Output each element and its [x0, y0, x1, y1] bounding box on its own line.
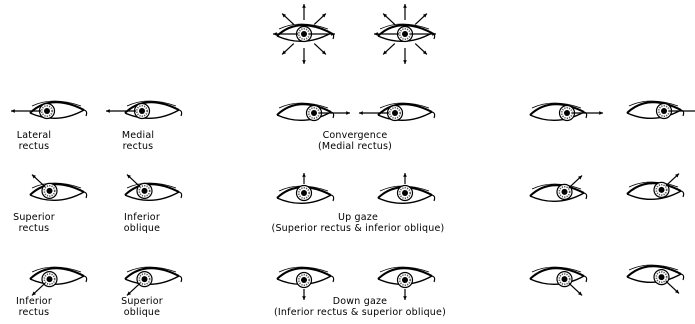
superior-rectus-label: Superior rectus [6, 213, 62, 234]
inferior-oblique-label: Inferior oblique [114, 213, 170, 234]
row2-right-a-eye [530, 176, 587, 202]
inferior-oblique-eye [125, 175, 182, 201]
top-right-eye [374, 4, 436, 64]
up-gaze-left-eye [277, 173, 334, 203]
inferior-rectus-label: Inferior rectus [6, 297, 62, 318]
top-left-eye [273, 4, 335, 64]
superior-oblique-eye [125, 267, 182, 295]
row3-right-b-eye [627, 265, 684, 293]
convergence-left-eye [277, 103, 350, 121]
medial-rectus-label: Medial rectus [112, 131, 164, 152]
down-gaze-label: Down gaze (Inferior rectus & superior ob… [238, 297, 482, 318]
medial-rectus-eye [106, 101, 182, 119]
row2-right-b-eye [627, 174, 684, 200]
lateral-rectus-label: Lateral rectus [8, 131, 60, 152]
down-gaze-left-eye [277, 267, 334, 300]
inferior-rectus-eye [30, 267, 87, 295]
lateral-rectus-eye [11, 101, 87, 119]
up-gaze-right-eye [378, 173, 435, 203]
up-gaze-label: Up gaze (Superior rectus & inferior obli… [238, 213, 478, 234]
convergence-right-eye [359, 103, 435, 121]
row1-right-b-eye [627, 101, 695, 119]
convergence-label: Convergence (Medial rectus) [295, 131, 415, 152]
row3-right-a-eye [530, 267, 587, 295]
superior-rectus-eye [30, 175, 87, 201]
superior-oblique-label: Superior oblique [114, 297, 170, 318]
row1-right-a-eye [530, 103, 603, 121]
